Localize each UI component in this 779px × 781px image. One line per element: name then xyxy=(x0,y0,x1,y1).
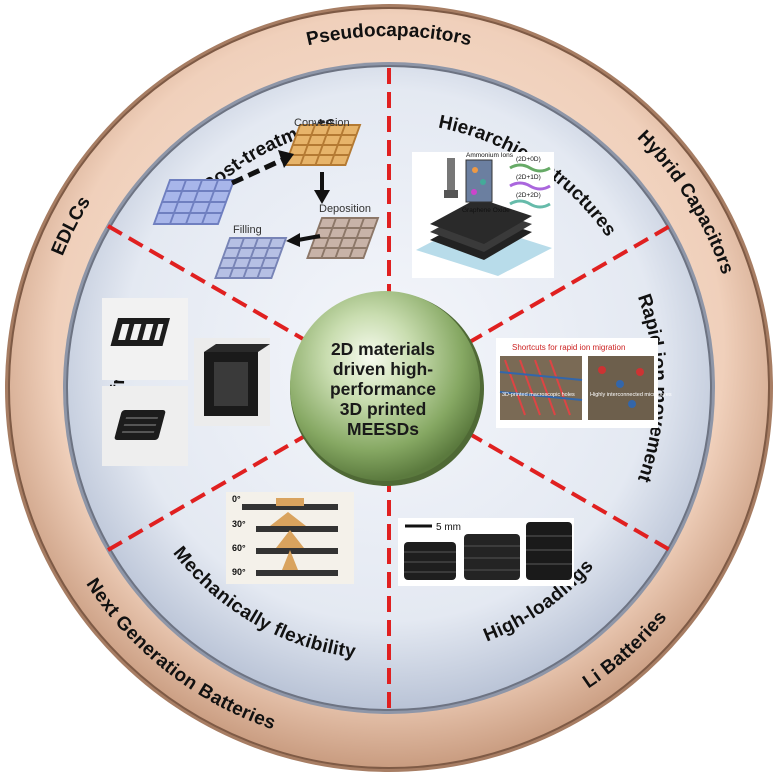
step-deposition: Deposition xyxy=(319,203,371,215)
center-line-5: MEESDs xyxy=(347,419,419,439)
center-ball xyxy=(290,291,480,481)
label-micropores: Highly interconnected micropores xyxy=(590,392,672,398)
post-treatment-arrows xyxy=(230,150,330,247)
label-2d2d: (2D+2D) xyxy=(516,192,541,199)
post-treatment-lattices xyxy=(152,124,380,279)
label-angle-30: 30° xyxy=(232,519,246,529)
center-line-3: performance xyxy=(329,379,436,399)
design-inset-bottom xyxy=(102,386,188,466)
label-ammonium: Ammonium Ions xyxy=(466,152,514,159)
sector-dividers xyxy=(106,68,672,708)
design-inset-top xyxy=(102,298,188,380)
hierarchical-inset: Ammonium Ions Graphene Oxide (2D+0D) (2D… xyxy=(412,152,554,278)
label-2d0d: (2D+0D) xyxy=(516,156,541,163)
center-line-4: 3D printed xyxy=(339,399,427,419)
flexibility-inset: 0° 30° 60° 90° xyxy=(226,492,354,584)
high-loadings-inset: 5 mm xyxy=(398,518,574,586)
center-title: 2D materials driven high- performance 3D… xyxy=(286,302,480,476)
step-filling: Filling xyxy=(233,224,262,236)
label-macroscopic: 3D-printed macroscopic holes xyxy=(502,392,575,398)
center-line-1: 2D materials xyxy=(330,339,436,359)
label-angle-90: 90° xyxy=(232,567,246,577)
center-line-2: driven high- xyxy=(332,359,434,379)
label-angle-0: 0° xyxy=(232,494,241,504)
label-scale: 5 mm xyxy=(436,522,461,533)
step-conversion: Conversion xyxy=(294,117,350,129)
label-shortcuts: Shortcuts for rapid ion migration xyxy=(512,343,625,352)
label-graphene-oxide: Graphene Oxide xyxy=(462,207,510,214)
rapid-ion-inset: Shortcuts for rapid ion migration 3D-pri… xyxy=(496,338,672,428)
design-inset-cube xyxy=(194,338,270,426)
label-2d1d: (2D+1D) xyxy=(516,174,541,181)
label-angle-60: 60° xyxy=(232,543,246,553)
